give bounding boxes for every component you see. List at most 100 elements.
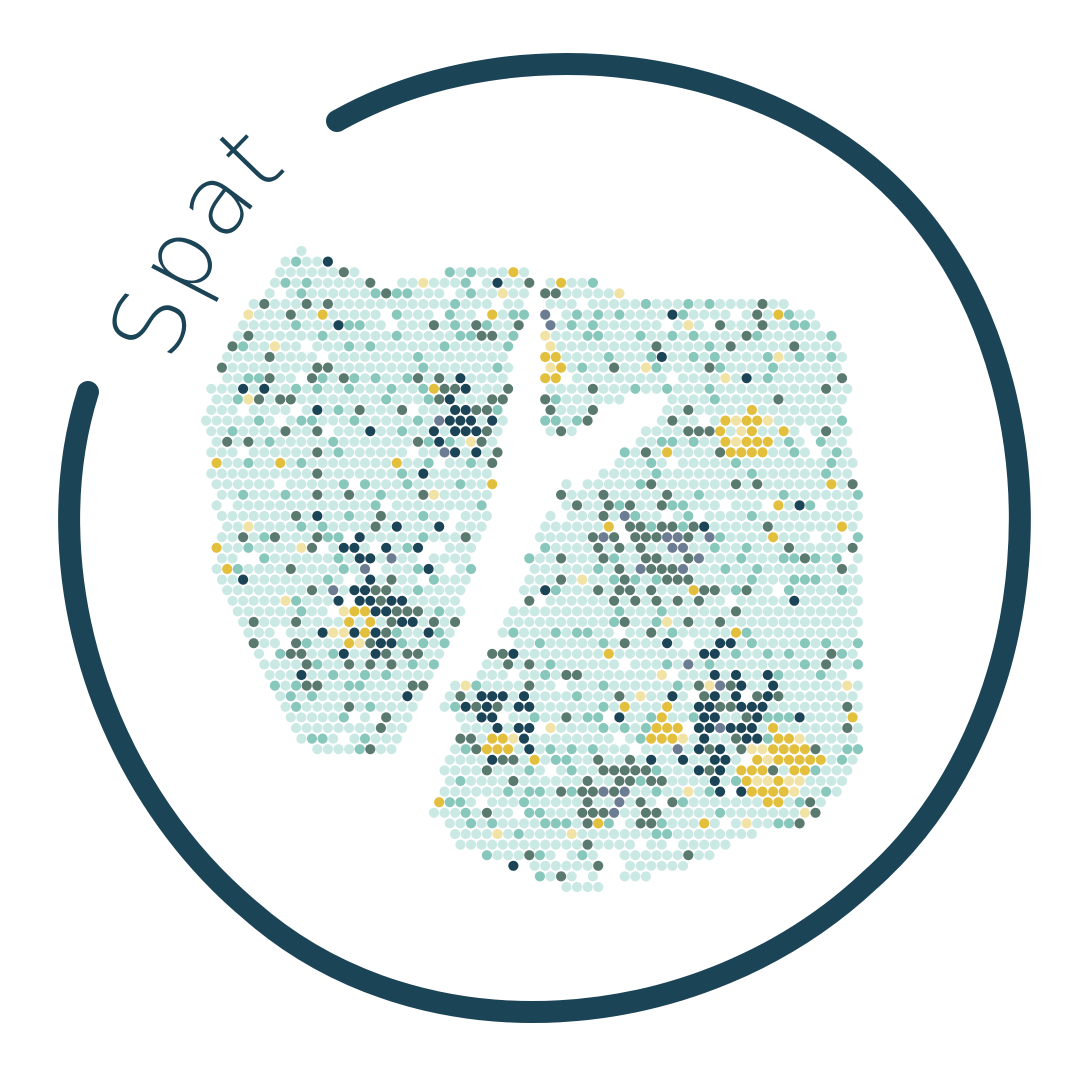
tissue-spot bbox=[481, 701, 492, 712]
tissue-spot bbox=[550, 648, 561, 659]
tissue-spot bbox=[423, 351, 434, 363]
tissue-spot bbox=[789, 807, 800, 818]
tissue-spot bbox=[720, 712, 731, 723]
tissue-spot bbox=[614, 500, 625, 511]
tissue-spot bbox=[503, 277, 514, 288]
tissue-spot bbox=[752, 754, 763, 765]
tissue-spot bbox=[481, 341, 492, 352]
tissue-spot bbox=[693, 489, 705, 500]
tissue-spot bbox=[487, 818, 498, 829]
tissue-spot bbox=[370, 521, 381, 532]
tissue-spot bbox=[688, 330, 699, 341]
tissue-spot bbox=[852, 532, 864, 543]
tissue-spot bbox=[715, 574, 726, 585]
tissue-spot bbox=[381, 563, 392, 575]
tissue-spot bbox=[280, 680, 291, 691]
tissue-spot bbox=[635, 479, 646, 490]
tissue-spot bbox=[402, 479, 413, 490]
tissue-spot bbox=[614, 648, 625, 659]
tissue-spot bbox=[275, 648, 286, 659]
tissue-spot bbox=[582, 648, 593, 659]
tissue-spot bbox=[805, 627, 816, 638]
tissue-spot bbox=[815, 733, 826, 744]
tissue-spot bbox=[646, 436, 657, 447]
tissue-spot bbox=[497, 648, 508, 659]
tissue-spot bbox=[450, 828, 461, 840]
tissue-spot bbox=[476, 500, 487, 511]
tissue-spot bbox=[227, 362, 238, 373]
tissue-spot bbox=[497, 627, 508, 638]
tissue-spot bbox=[624, 330, 636, 341]
tissue-spot bbox=[465, 351, 477, 363]
tissue-spot bbox=[635, 648, 646, 659]
tissue-spot bbox=[593, 860, 604, 871]
tissue-spot bbox=[264, 394, 275, 405]
tissue-spot bbox=[291, 638, 302, 649]
tissue-spot bbox=[264, 457, 275, 469]
tissue-spot bbox=[715, 616, 726, 628]
tissue-spot bbox=[704, 553, 715, 564]
tissue-spot bbox=[587, 786, 599, 797]
tissue-spot bbox=[291, 362, 302, 373]
tissue-spot bbox=[577, 680, 588, 691]
tissue-spot bbox=[783, 542, 795, 553]
tissue-spot bbox=[354, 532, 365, 543]
tissue-spot bbox=[243, 500, 254, 511]
tissue-spot bbox=[794, 627, 805, 638]
tissue-spot bbox=[344, 659, 355, 670]
tissue-spot bbox=[317, 627, 328, 638]
tissue-spot bbox=[402, 563, 413, 575]
tissue-spot bbox=[683, 447, 694, 458]
tissue-spot bbox=[831, 765, 842, 776]
tissue-spot bbox=[757, 489, 768, 500]
tissue-spot bbox=[715, 828, 726, 840]
tissue-spot bbox=[349, 691, 360, 702]
tissue-spot bbox=[455, 351, 466, 363]
tissue-spot bbox=[375, 468, 386, 479]
tissue-spot bbox=[704, 383, 715, 394]
tissue-spot bbox=[397, 447, 408, 458]
tissue-spot bbox=[397, 277, 408, 288]
tissue-spot bbox=[789, 553, 800, 564]
tissue-spot bbox=[667, 521, 678, 532]
tissue-spot bbox=[736, 680, 747, 691]
tissue-spot bbox=[741, 797, 752, 808]
tissue-spot bbox=[566, 553, 577, 564]
tissue-spot bbox=[794, 373, 805, 384]
tissue-spot bbox=[476, 818, 487, 829]
tissue-spot bbox=[524, 744, 535, 755]
tissue-spot bbox=[487, 457, 498, 469]
tissue-spot bbox=[656, 648, 667, 659]
tissue-spot bbox=[730, 351, 742, 363]
tissue-spot bbox=[587, 722, 599, 734]
tissue-spot bbox=[370, 500, 381, 511]
tissue-spot bbox=[317, 733, 328, 744]
tissue-spot bbox=[402, 436, 413, 447]
tissue-spot bbox=[624, 309, 636, 320]
tissue-spot bbox=[428, 341, 439, 352]
tissue-spot bbox=[662, 489, 673, 500]
tissue-spot bbox=[264, 669, 275, 681]
tissue-spot bbox=[831, 404, 842, 416]
tissue-spot bbox=[624, 500, 636, 511]
tissue-spot bbox=[344, 744, 355, 755]
tissue-spot bbox=[354, 362, 365, 373]
tissue-spot bbox=[566, 828, 577, 840]
tissue-spot bbox=[540, 606, 551, 617]
tissue-spot bbox=[428, 553, 439, 564]
tissue-spot bbox=[725, 510, 736, 522]
tissue-spot bbox=[518, 839, 530, 850]
tissue-spot bbox=[322, 298, 333, 310]
tissue-spot bbox=[476, 521, 487, 532]
tissue-spot bbox=[359, 712, 371, 723]
tissue-spot bbox=[789, 638, 800, 649]
tissue-spot bbox=[593, 542, 604, 553]
tissue-spot bbox=[280, 595, 291, 606]
tissue-spot bbox=[630, 871, 641, 882]
tissue-spot bbox=[333, 532, 344, 543]
tissue-spot bbox=[248, 616, 259, 628]
tissue-spot bbox=[741, 648, 752, 659]
tissue-spot bbox=[810, 744, 821, 755]
tissue-spot bbox=[609, 786, 620, 797]
tissue-spot bbox=[619, 765, 630, 776]
